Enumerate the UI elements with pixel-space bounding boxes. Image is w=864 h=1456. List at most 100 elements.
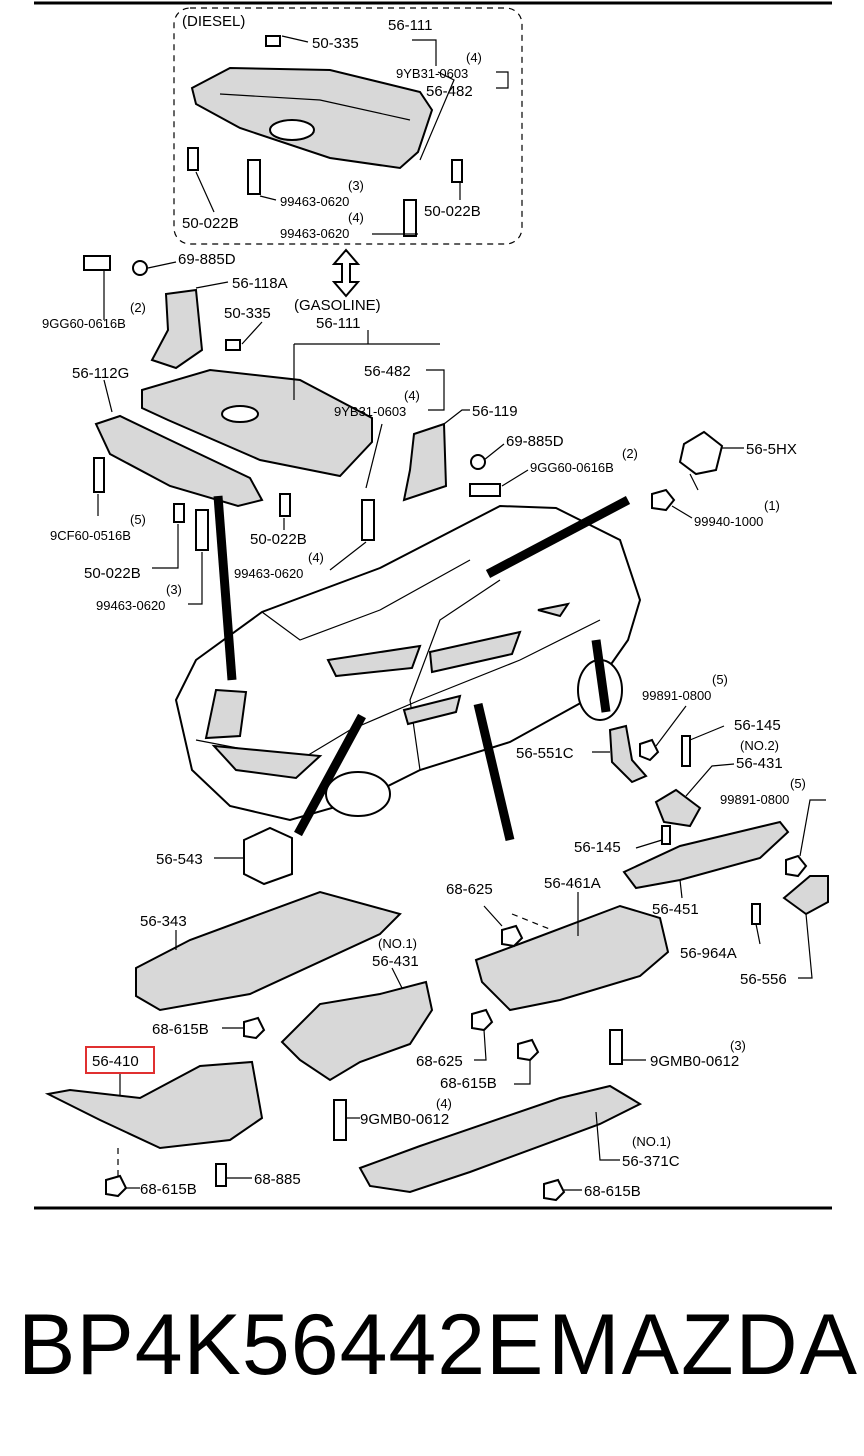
- diesel-group-title: (DIESEL): [182, 13, 245, 30]
- callout-label: 56-482: [426, 83, 473, 100]
- callout-label: 9GG60-0616B: [42, 316, 126, 331]
- callout-label: (3): [730, 1038, 746, 1053]
- callout-label: 99940-1000: [694, 514, 763, 529]
- callout-label: (3): [348, 178, 364, 193]
- nut-99891-0800-b: [785, 854, 808, 878]
- callout-label: 56-461A: [544, 875, 601, 892]
- part-number: BP4K56442E: [18, 1297, 545, 1393]
- callout-label: 56-119: [472, 403, 518, 420]
- callout-label: 56-145: [734, 717, 781, 734]
- callout-label: 56-431: [736, 755, 783, 772]
- callout-label: (NO.2): [740, 738, 779, 753]
- callout-label: 69-885D: [178, 251, 236, 268]
- footer: BP4K56442E MAZDA: [0, 1290, 864, 1400]
- insulator-56-461A: [474, 904, 670, 1012]
- callout-label: 56-964A: [680, 945, 737, 962]
- callout-label: 56-551C: [516, 745, 574, 762]
- nut-99940-1000: [651, 488, 676, 512]
- callout-label: 99463-0620: [280, 226, 349, 241]
- shield-56-451: [622, 820, 790, 890]
- callout-label: 68-615B: [140, 1181, 197, 1198]
- callout-label: 56-482: [364, 363, 411, 380]
- callout-label: (4): [348, 210, 364, 225]
- callout-label: 68-885: [254, 1171, 301, 1188]
- callout-label: 56-431: [372, 953, 419, 970]
- callout-label: 56-112G: [72, 365, 129, 382]
- brand-name: MAZDA: [548, 1297, 859, 1393]
- block-56-543: [243, 826, 293, 886]
- callout-label: (2): [130, 300, 146, 315]
- callout-label: 56-118A: [232, 275, 288, 292]
- cover-56-112G: [94, 414, 264, 508]
- callout-label: (4): [436, 1096, 452, 1111]
- callout-label: (4): [466, 50, 482, 65]
- bracket-56-551C: [608, 724, 648, 784]
- insulator-56-431-no2: [654, 788, 702, 828]
- callout-label: (5): [712, 672, 728, 687]
- swap-arrow: [331, 248, 361, 298]
- callout-label: 56-543: [156, 851, 203, 868]
- callout-label: 99891-0800: [720, 792, 789, 807]
- diesel-bolt-lower: [403, 199, 417, 237]
- callout-label: 9GG60-0616B: [530, 460, 614, 475]
- callout-label: 9CF60-0516B: [50, 528, 131, 543]
- callout-label: 56-371C: [622, 1153, 680, 1170]
- highlight-label-56-410: 56-410: [92, 1053, 139, 1070]
- diesel-bolt-mid: [247, 159, 261, 195]
- shield-56-119: [402, 422, 448, 502]
- callout-label: 99891-0800: [642, 688, 711, 703]
- callout-label: 50-335: [312, 35, 359, 52]
- callout-label: (1): [764, 498, 780, 513]
- callout-label: 56-145: [574, 839, 621, 856]
- insulator-56-431-no1: [280, 980, 434, 1082]
- callout-label: 50-022B: [424, 203, 481, 220]
- callout-label: 56-451: [652, 901, 699, 918]
- callout-label: 56-556: [740, 971, 787, 988]
- callout-label: 9GMB0-0612: [360, 1111, 449, 1128]
- callout-label: (3): [166, 582, 182, 597]
- callout-label: 56-111: [388, 17, 432, 34]
- callout-label: 50-335: [224, 305, 271, 322]
- callout-label: (4): [308, 550, 324, 565]
- diesel-bolt-right: [451, 159, 463, 183]
- insulator-56-410: [44, 1060, 264, 1150]
- nut-68-615B-b: [517, 1038, 540, 1062]
- shield-56-118A: [150, 288, 204, 370]
- nut-99891-0800-a: [639, 738, 660, 762]
- nut-68-615B-a: [243, 1016, 266, 1040]
- callout-label: (2): [622, 446, 638, 461]
- callout-label: 9YB31-0603: [396, 66, 468, 81]
- callout-label: 99463-0620: [96, 598, 165, 613]
- nut-68-615B-d: [543, 1178, 566, 1202]
- callout-label: (NO.1): [378, 936, 417, 951]
- callout-label: 50-022B: [182, 215, 239, 232]
- callout-label: 68-625: [446, 881, 493, 898]
- callout-label: 56-5HX: [746, 441, 797, 458]
- callout-label: (5): [790, 776, 806, 791]
- highlight-box-56-410: [85, 1046, 155, 1074]
- callout-label: 50-022B: [84, 565, 141, 582]
- diesel-under-cover: [190, 66, 434, 170]
- front-wheel: [325, 771, 391, 817]
- callout-label: 9GMB0-0612: [650, 1053, 739, 1070]
- callout-label: 99463-0620: [234, 566, 303, 581]
- callout-label: 68-615B: [152, 1021, 209, 1038]
- canister-56-5HX: [678, 430, 724, 476]
- callout-label: 50-022B: [250, 531, 307, 548]
- callout-label: 68-615B: [440, 1075, 497, 1092]
- callout-label: 56-343: [140, 913, 187, 930]
- cover-56-371C: [358, 1084, 643, 1194]
- callout-label: 68-625: [416, 1053, 463, 1070]
- callout-label: 69-885D: [506, 433, 564, 450]
- callout-label: 56-111: [316, 315, 360, 332]
- nut-68-615B-c: [105, 1174, 128, 1198]
- callout-label: (4): [404, 388, 420, 403]
- cover-56-343: [135, 890, 402, 1012]
- bracket-56-556: [782, 875, 829, 916]
- diesel-bolt-left: [187, 147, 199, 171]
- gasoline-under-cover: [141, 368, 373, 478]
- callout-label: 99463-0620: [280, 194, 349, 209]
- diesel-group-box: [173, 7, 523, 245]
- callout-label: (5): [130, 512, 146, 527]
